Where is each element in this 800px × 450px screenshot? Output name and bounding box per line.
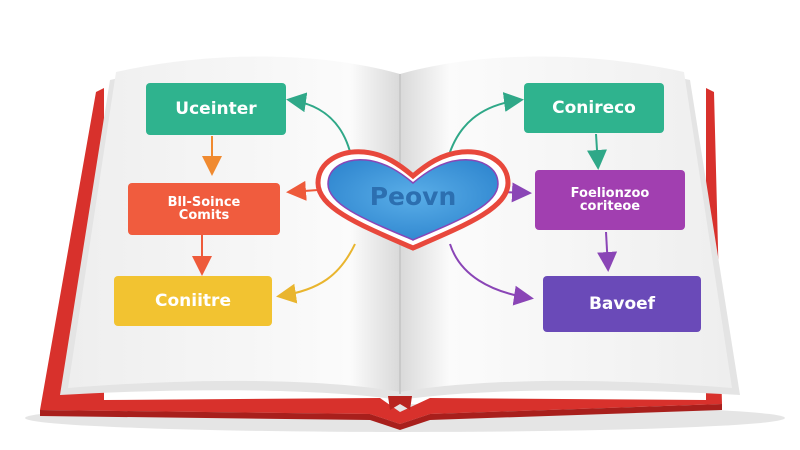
arrow-center-to-left-bottom [276, 243, 356, 304]
node-box-right-mid [535, 170, 685, 230]
arrow-center-to-right-top [447, 92, 524, 159]
node-box-left-bottom [114, 276, 272, 326]
node-box-left-mid [128, 183, 280, 235]
node-box-left-top [146, 83, 286, 135]
arrow-right-mid-to-right-bottom [597, 231, 618, 272]
bookmark-ribbon [388, 396, 412, 410]
node-box-right-top [524, 83, 664, 133]
center-heart-node [327, 159, 499, 241]
node-box-right-bottom [543, 276, 701, 332]
book-cover-edge [40, 404, 722, 430]
arrow-right-top-to-right-mid [587, 133, 607, 170]
arrow-center-to-right-bottom [449, 243, 534, 306]
arrow-center-to-left-mid [286, 180, 319, 201]
